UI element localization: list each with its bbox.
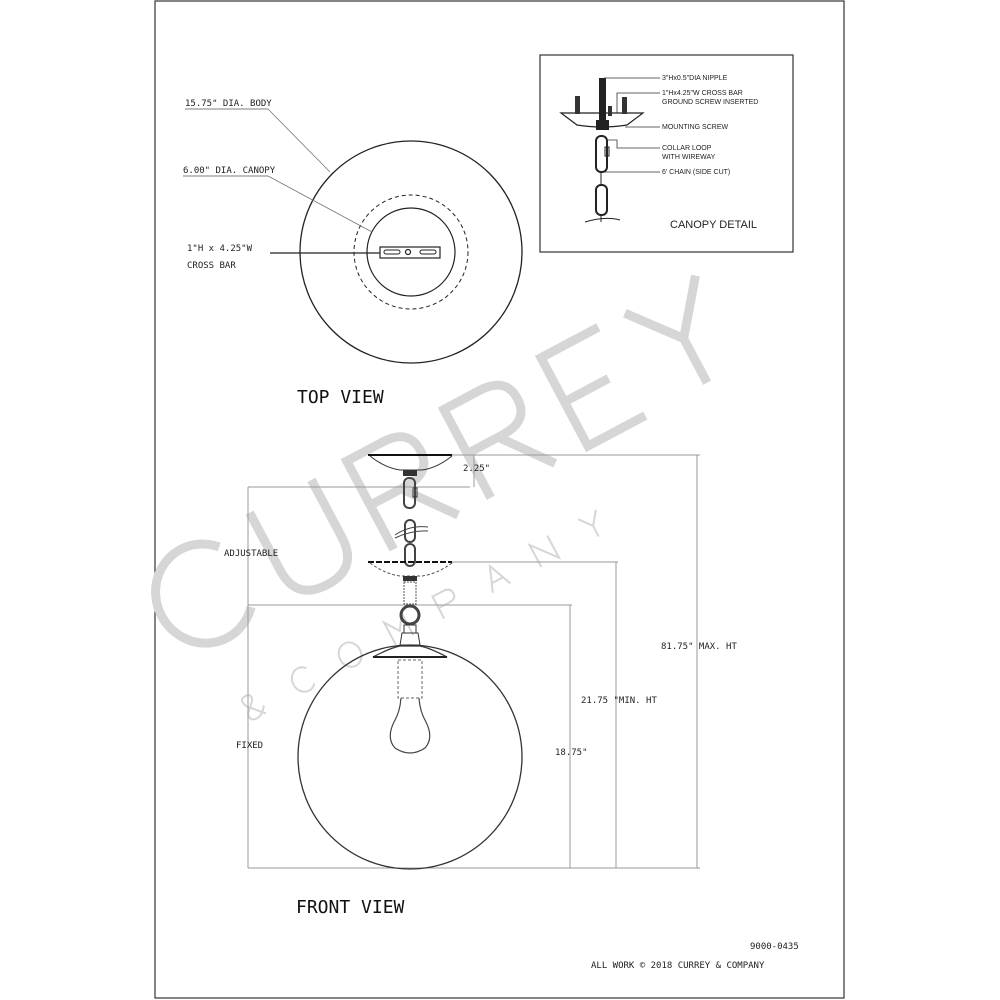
body-outline [299,140,523,364]
glass-globe [297,644,523,870]
sheet-border [154,0,845,999]
body-height-label: 18.75" [555,748,588,758]
item-number: 9000-0435 [750,942,799,952]
canopy-inner [366,207,456,297]
callout-crossbar: 1"Hx4.25"W CROSS BAR [662,90,743,97]
body-diameter-label: 15.75" DIA. BODY [185,99,272,109]
front-view: 2.25" ADJUSTABLE FIXED 18.75" 21.75 "MIN… [224,454,737,918]
socket [397,659,423,699]
callout-collar-loop: COLLAR LOOP [662,145,712,152]
max-height-label: 81.75" MAX. HT [661,642,737,652]
min-height-label: 21.75 "MIN. HT [581,696,657,706]
adjustable-label: ADJUSTABLE [224,549,278,559]
watermark-logo [151,274,712,721]
canopy-detail: 3"Hx0.5"DIA NIPPLE 1"Hx4.25"W CROSS BAR … [539,54,794,253]
canopy-diameter-label: 6.00" DIA. CANOPY [183,166,276,176]
copyright: ALL WORK © 2018 CURREY & COMPANY [591,961,765,971]
canopy-outline [353,194,469,310]
front-view-title: FRONT VIEW [296,897,405,918]
callout-chain: 6' CHAIN (SIDE CUT) [662,169,730,176]
bulb [389,697,431,754]
callout-wireway: WITH WIREWAY [662,154,716,161]
crossbar-label-1: 1"H x 4.25"W [187,244,253,254]
canopy-height-label: 2.25" [463,464,490,474]
callout-mounting-screw: MOUNTING SCREW [662,124,729,131]
callout-ground-screw: GROUND SCREW INSERTED [662,99,758,106]
crossbar-label-2: CROSS BAR [187,261,236,271]
top-view: 15.75" DIA. BODY 6.00" DIA. CANOPY 1"H x… [183,99,523,408]
callout-nipple: 3"Hx0.5"DIA NIPPLE [662,75,728,82]
canopy-detail-title: CANOPY DETAIL [670,219,757,231]
top-view-title: TOP VIEW [297,387,384,408]
fixed-label: FIXED [236,741,263,751]
